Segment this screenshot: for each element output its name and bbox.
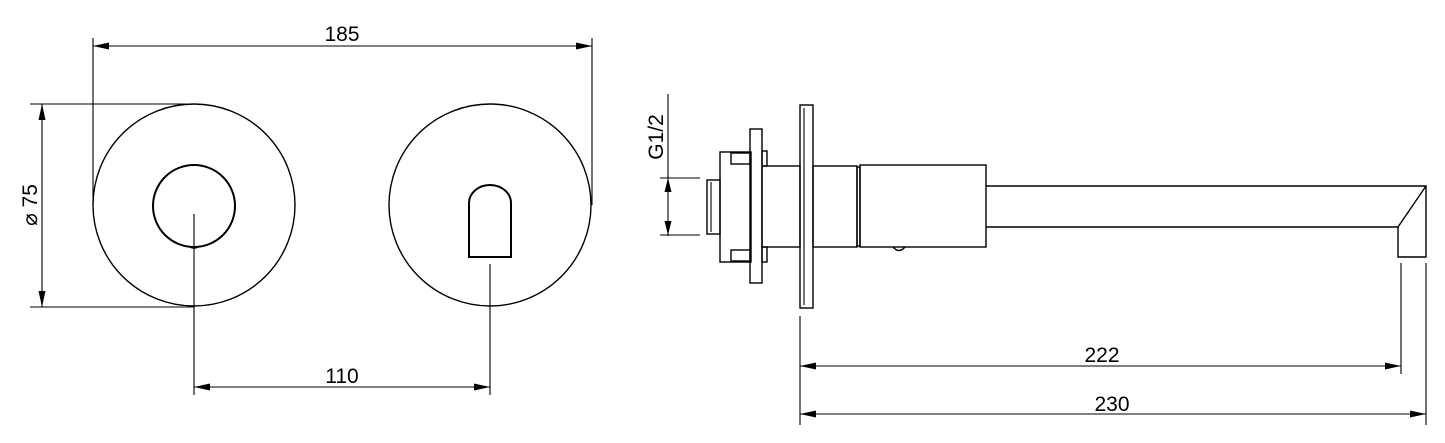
body-sleeve xyxy=(761,165,801,248)
flange-tab-top xyxy=(761,150,768,167)
arrowhead-222-left xyxy=(800,362,816,370)
front-view: 185 ⌀ 75 110 xyxy=(19,23,593,395)
dimension-rosette-diameter: ⌀ 75 xyxy=(19,103,194,308)
mounting-box xyxy=(719,151,752,263)
arrowhead-222-right xyxy=(1385,362,1401,370)
arrowhead-bottom xyxy=(38,291,46,307)
spout xyxy=(986,185,1427,258)
flange-tab-bottom xyxy=(761,246,768,263)
spout-tip-bevel xyxy=(1397,185,1427,228)
arrowhead-230-right xyxy=(1410,410,1426,418)
dimension-label-110: 110 xyxy=(325,365,358,388)
dimension-label-230: 230 xyxy=(1094,393,1129,416)
spout-outlet xyxy=(468,184,512,258)
mounting-nut-bottom xyxy=(730,249,751,262)
dimension-label-g1-2: G1/2 xyxy=(645,114,668,160)
dimension-overall-width: 185 xyxy=(92,23,593,205)
arrowhead-top xyxy=(664,178,672,192)
dimension-projections: 222 230 xyxy=(799,263,1427,425)
dimension-label-222: 222 xyxy=(1084,344,1119,367)
side-view: G1/2 xyxy=(645,94,1427,425)
wall-flange xyxy=(749,128,763,284)
arrowhead-230-left xyxy=(800,410,816,418)
arrowhead-right xyxy=(576,42,592,50)
body-cylinder xyxy=(812,165,858,248)
arrowhead-left xyxy=(194,383,210,391)
dimension-label-185: 185 xyxy=(324,23,359,46)
arrowhead-top xyxy=(38,104,46,120)
thread-connector xyxy=(706,179,721,235)
body-screw xyxy=(892,246,906,252)
dimension-label-diameter-75: ⌀ 75 xyxy=(19,184,42,226)
dimension-center-distance: 110 xyxy=(193,214,491,395)
arrowhead-right xyxy=(474,383,490,391)
mounting-nut-top xyxy=(730,152,751,165)
arrowhead-bottom xyxy=(664,221,672,235)
cover-plate xyxy=(799,104,814,309)
body-main-cylinder xyxy=(859,164,987,248)
dimension-connection-thread: G1/2 xyxy=(645,94,700,236)
spout-pipe xyxy=(986,185,1427,258)
arrowhead-left xyxy=(93,42,109,50)
